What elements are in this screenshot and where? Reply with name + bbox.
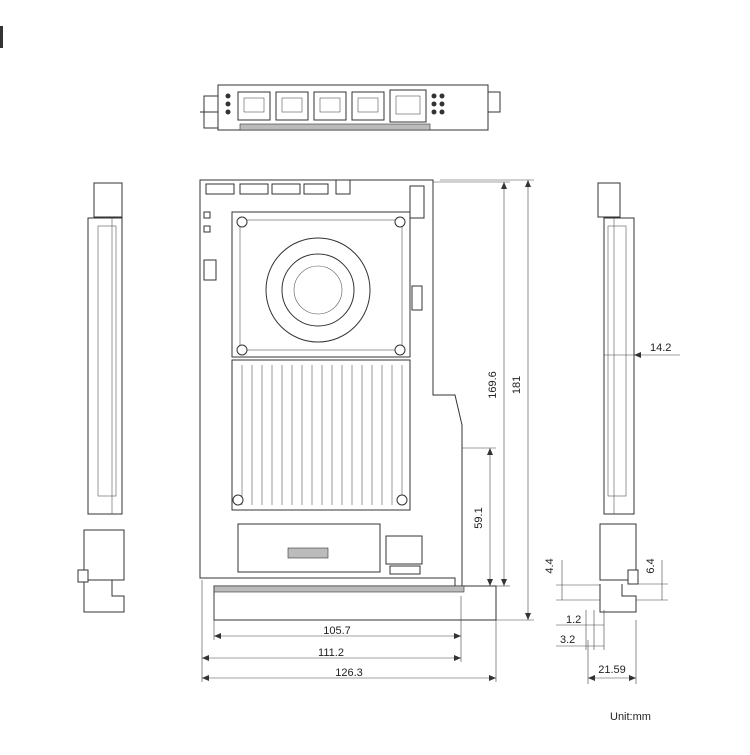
dim-14-2: 14.2	[650, 342, 671, 354]
rj45-port	[351, 91, 385, 121]
dim-111-2: 111.2	[318, 647, 344, 659]
rj45-port	[313, 91, 347, 121]
dim-126-3: 126.3	[335, 667, 363, 679]
front-view	[199, 179, 497, 621]
right-side-view	[597, 182, 639, 613]
heatsink	[231, 359, 411, 511]
crop-mark	[0, 26, 3, 48]
dim-6-4: 6.4	[645, 558, 657, 573]
dim-3-2: 3.2	[560, 634, 575, 646]
dim-59-1: 59.1	[473, 507, 485, 528]
unit-note: Unit:mm	[610, 711, 651, 723]
led-indicators	[225, 93, 445, 115]
rj45-port	[275, 91, 309, 121]
dim-169-6: 169.6	[487, 371, 499, 399]
fan-shroud	[231, 211, 411, 358]
top-connectors	[205, 179, 425, 219]
top-view	[200, 84, 501, 131]
fan-icon	[265, 237, 371, 343]
rj45-port	[237, 91, 271, 121]
dim-21-59: 21.59	[598, 664, 626, 676]
dim-181: 181	[511, 376, 523, 394]
dimension-lines	[201, 179, 680, 684]
dim-105-7: 105.7	[323, 625, 351, 637]
left-side-view	[77, 182, 125, 613]
rj45-port-group	[237, 89, 427, 123]
right-side-board	[603, 217, 635, 515]
left-side-board	[87, 217, 123, 515]
heatsink-fins	[241, 365, 403, 505]
rj45-port-large	[389, 89, 427, 123]
dim-4-4: 4.4	[544, 558, 556, 573]
dim-1-2: 1.2	[566, 614, 581, 626]
